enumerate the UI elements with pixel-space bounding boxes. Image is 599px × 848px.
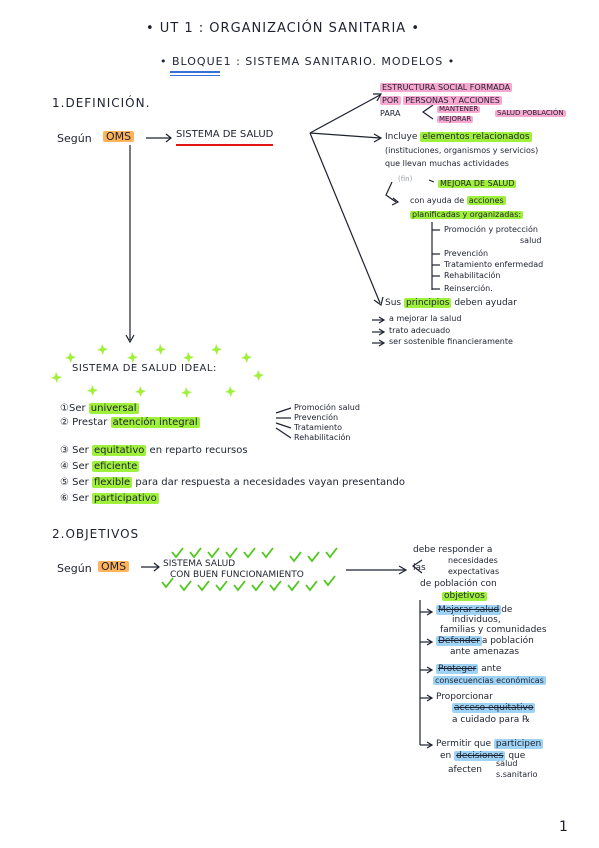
necesidades: necesidades [448, 556, 498, 565]
salud-poblacion: SALUD POBLACIÓN [495, 109, 566, 117]
accion-promocion: Promoción y protección [444, 225, 538, 234]
obj4-line-1: Proporcionar [436, 692, 493, 702]
objetivos-label: objetivos [442, 591, 487, 601]
obj5-salud: salud [496, 759, 518, 768]
expectativas: expectativas [448, 567, 500, 576]
obj1-line-2: individuos, [452, 615, 501, 625]
ideal-item-1: ①Ser universal [60, 403, 139, 414]
accion-tratamiento: Tratamiento enfermedad [444, 260, 544, 269]
ideal-item-2: ② Prestar atención integral [60, 417, 200, 428]
block-title: • BLOQUE1 : SISTEMA SANITARIO. MODELOS • [160, 55, 456, 68]
block-underline [170, 71, 220, 73]
ideal-item-4: ④ Ser eficiente [60, 461, 140, 472]
obj2-line-2: ante amenazas [450, 647, 520, 657]
obj4-line-2: acceso equitativo [452, 703, 536, 713]
section-heading-definicion: 1.DEFINICIÓN. [52, 96, 151, 110]
ayuda-line-2: planificadas y organizadas: [410, 210, 524, 219]
sistema-de-salud: SISTEMA DE SALUD [176, 130, 274, 146]
accion-salud: salud [520, 236, 542, 245]
ayuda-line-1: con ayuda de acciones [410, 196, 506, 205]
accion-rehabilitacion: Rehabilitación [444, 271, 501, 280]
accion-reinsercion: Reinserción. [444, 284, 493, 293]
mejorar: MEJORAR [437, 115, 474, 123]
principio-trato: trato adecuado [389, 326, 451, 335]
obj5-line-3: afecten [448, 765, 482, 775]
sistema-salud-2: SISTEMA SALUD [163, 559, 236, 569]
principio-mejorar: a mejorar la salud [389, 314, 462, 323]
obj4-line-3: a cuidado para ℞ [452, 715, 531, 725]
incluye-line-1: Incluye elementos relacionados [385, 132, 532, 142]
ideal-item-5: ⑤ Ser flexible para dar respuesta a nece… [60, 477, 405, 488]
oms-badge-2: OMS [98, 561, 130, 572]
accion-prevencion: Prevención [444, 249, 489, 258]
obj5-line-1: Permitir que participen [436, 739, 544, 749]
ideal-item-6: ⑥ Ser participativo [60, 493, 159, 504]
buen-funcionamiento: CON BUEN FUNCIONAMIENTO [170, 570, 304, 580]
debe-line-1: debe responder a [413, 545, 493, 555]
ideal-title: SISTEMA DE SALUD IDEAL: [72, 363, 217, 374]
principios-line: Sus principios deben ayudar [385, 298, 517, 308]
page-title: • UT 1 : ORGANIZACIÓN SANITARIA • [146, 21, 420, 36]
decorative-checkmarks [161, 547, 338, 592]
principio-sostenible: ser sostenible financieramente [389, 337, 513, 346]
estructura-line-2: POR PERSONAS Y ACCIONES [380, 96, 502, 105]
obj5-line-2: en decisiones que [440, 751, 526, 761]
ideal-sub-tratamiento: Tratamiento [294, 423, 342, 432]
ideal-sub-prevencion: Prevención [294, 413, 339, 422]
mantener: MANTENER [437, 105, 481, 113]
ideal-sub-promocion: Promoción salud [294, 403, 360, 412]
obj1-line-3: familias y comunidades [440, 625, 547, 635]
debe-line-2: las [413, 563, 426, 573]
segun-label: Según [57, 132, 92, 145]
debe-line-3: de población con [420, 579, 497, 589]
block-underline-2 [170, 75, 220, 76]
section-heading-objetivos: 2.OBJETIVOS [52, 527, 140, 541]
decorative-stars [51, 344, 264, 398]
estructura-line-3: PARA [380, 109, 401, 118]
estructura-line-1: ESTRUCTURA SOCIAL FORMADA [380, 83, 513, 92]
mejora-de-salud: MEJORA DE SALUD [438, 179, 517, 188]
page-number: 1 [559, 819, 568, 835]
fin-note: (fin) [398, 175, 413, 183]
segun-label-2: Según [57, 562, 92, 575]
obj3-line-1: Proteger ante [436, 664, 502, 674]
ideal-item-3: ③ Ser equitativo en reparto recursos [60, 445, 248, 456]
obj3-line-2: consecuencias económicas [433, 676, 546, 685]
obj5-s-sanitario: s.sanitario [496, 770, 538, 779]
incluye-line-3: que llevan muchas actividades [385, 159, 509, 168]
ideal-sub-rehabilitacion: Rehabilitación [294, 433, 351, 442]
incluye-line-2: (instituciones, organismos y servicios) [385, 146, 539, 155]
oms-badge: OMS [103, 131, 135, 142]
